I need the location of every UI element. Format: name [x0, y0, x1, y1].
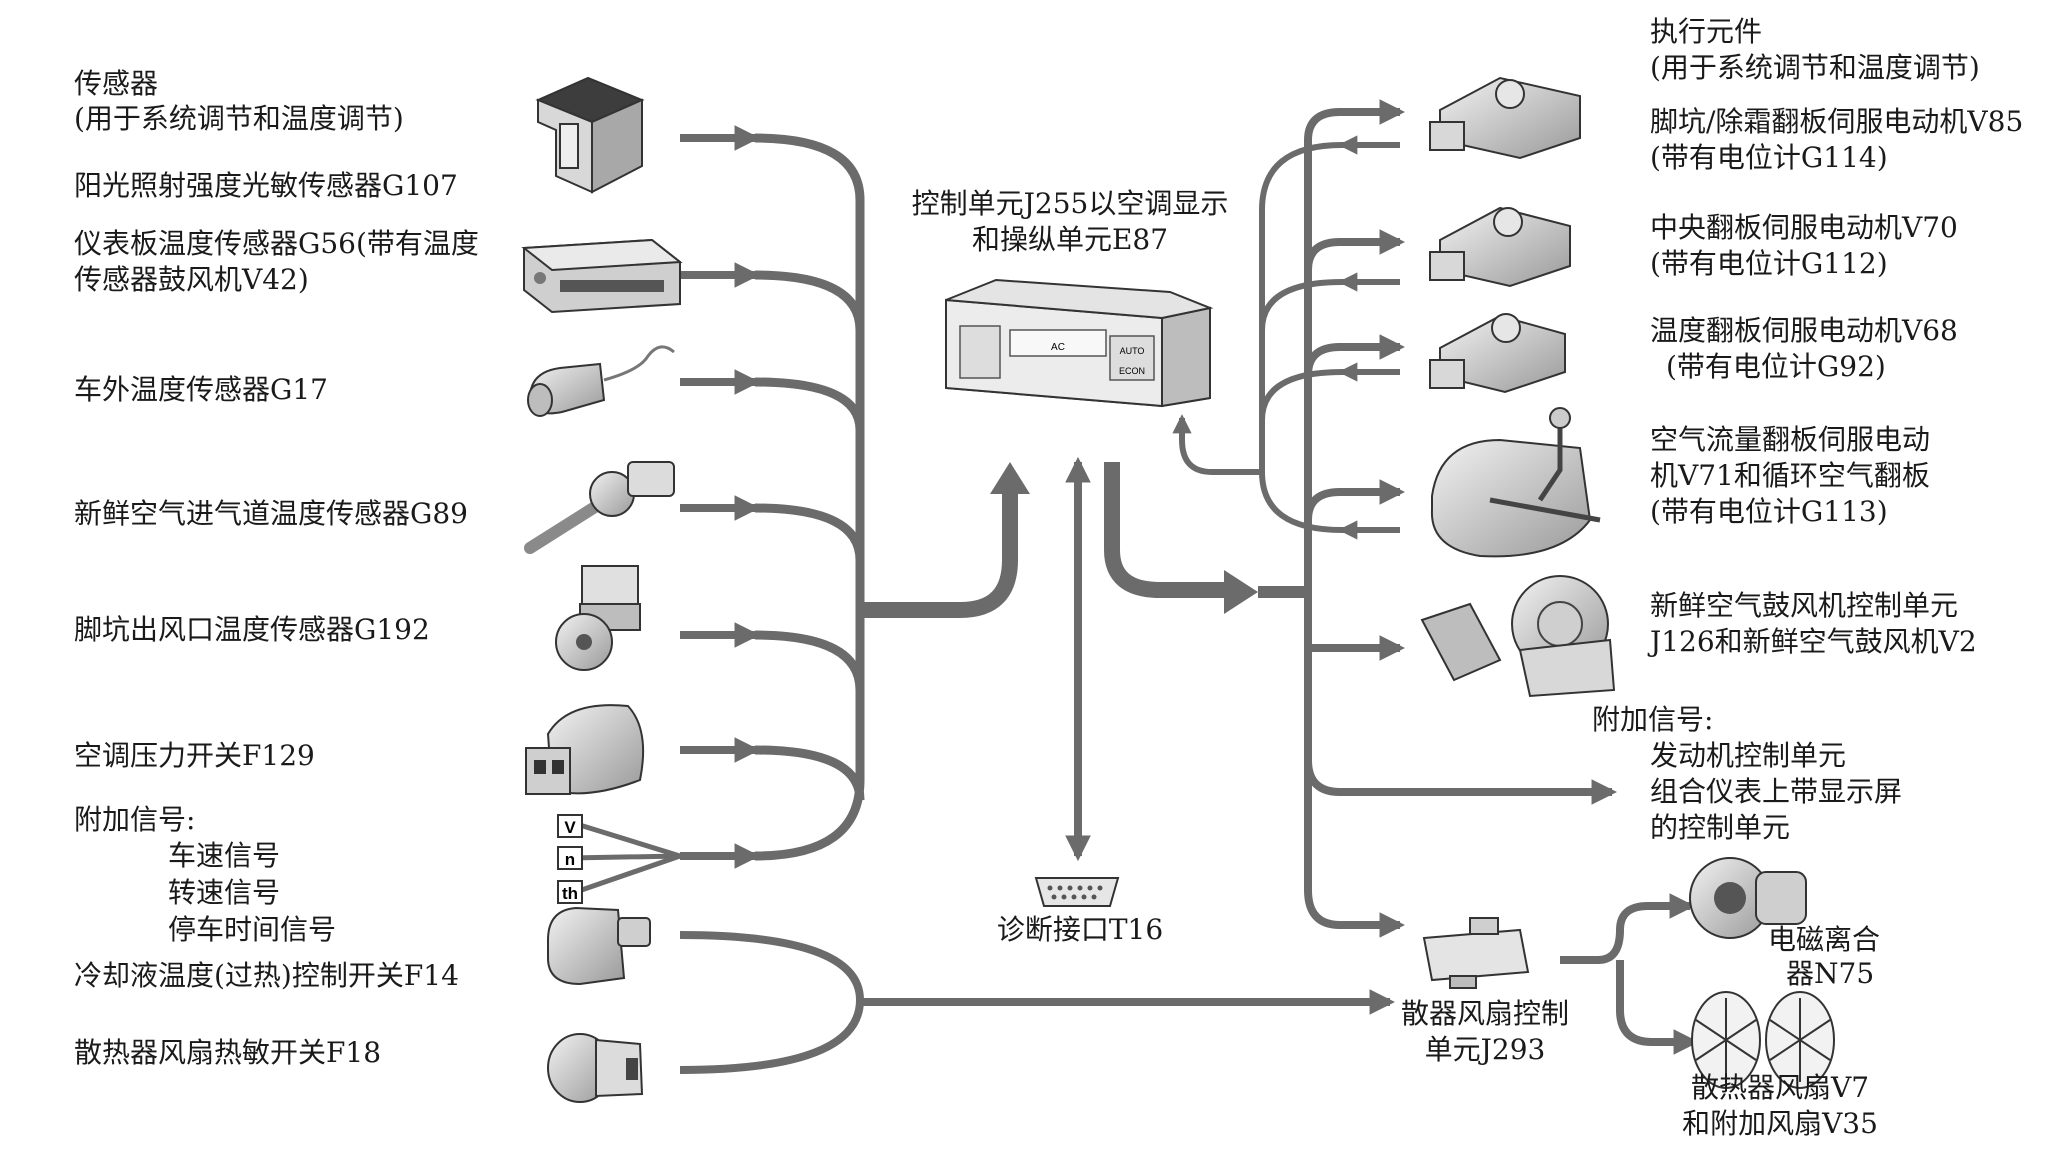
actuator-v71-line1: 空气流量翻板伺服电动	[1650, 423, 1931, 456]
actuators-heading: 执行元件	[1650, 15, 1763, 48]
additional-signal-symbols: V n th	[557, 814, 583, 904]
actuator-v71-line2: 机V71和循环空气翻板	[1650, 459, 1930, 492]
sensor-g192-image	[555, 565, 641, 671]
fan-control-j293-line2: 单元J293	[1424, 1033, 1546, 1066]
actuator-v70-image	[1429, 206, 1571, 288]
coolant-switch-f14-label: 冷却液温度(过热)控制开关F14	[74, 959, 459, 992]
clutch-n75-line1: 电磁离合	[1768, 923, 1881, 956]
signal-parking-time-label: 停车时间信号	[168, 913, 337, 946]
signal-speed-label: 车速信号	[168, 839, 281, 872]
actuators-heading-sub: (用于系统调节和温度调节)	[1650, 51, 1980, 84]
output-arrow	[1104, 462, 1310, 614]
clutch-n75-line2: 器N75	[1786, 957, 1875, 990]
control-unit-image: AC AUTO ECON	[945, 278, 1214, 408]
coolant-switch-image	[547, 906, 651, 986]
fan-switch-image	[547, 1033, 644, 1103]
sensors-heading-sub: (用于系统调节和温度调节)	[74, 102, 404, 135]
sensor-f129-image	[525, 704, 645, 795]
symbol-parking-time: th	[562, 884, 578, 903]
sensor-g107-label: 阳光照射强度光敏传感器G107	[74, 169, 458, 202]
output-signal-engine-ecu: 发动机控制单元	[1650, 739, 1847, 772]
sensor-g107-image	[535, 76, 645, 194]
sensor-g56-label-line2: 传感器鼓风机V42)	[74, 263, 309, 296]
panel-auto-text: AUTO	[1120, 346, 1145, 356]
blower-v2-image	[1420, 575, 1616, 698]
panel-ac-text: AC	[1051, 342, 1065, 353]
symbol-speed: V	[564, 818, 576, 837]
output-signals-heading: 附加信号:	[1592, 703, 1714, 736]
panel-econ-text: ECON	[1119, 366, 1145, 376]
diagnosis-connector-image	[1034, 877, 1120, 907]
diagnosis-label: 诊断接口T16	[996, 913, 1164, 946]
actuator-v71-line3: (带有电位计G113)	[1650, 495, 1888, 528]
additional-signal-fork	[569, 819, 681, 897]
radiator-fans-image	[1691, 991, 1835, 1089]
sensor-bus	[754, 133, 1030, 861]
sensor-g56-label-line1: 仪表板温度传感器G56(带有温度	[74, 227, 479, 260]
actuator-v71-image	[1430, 407, 1601, 558]
fan-control-bus	[679, 893, 1700, 1074]
sensor-g56-image	[521, 238, 683, 314]
signal-rpm-label: 转速信号	[168, 876, 281, 909]
control-unit-label-line2: 和操纵单元E87	[971, 223, 1169, 256]
clutch-n75-image	[1689, 857, 1807, 939]
sensor-g17-image	[527, 345, 675, 417]
sensor-g192-label: 脚坑出风口温度传感器G192	[74, 613, 430, 646]
actuator-v70-line2: (带有电位计G112)	[1650, 247, 1888, 280]
control-unit-label-line1: 控制单元J255以空调显示	[911, 187, 1229, 220]
sensor-g89-image	[524, 461, 675, 554]
actuator-v68-image	[1429, 313, 1566, 394]
fan-switch-f18-label: 散热器风扇热敏开关F18	[74, 1036, 382, 1069]
actuator-v85-line2: (带有电位计G114)	[1650, 141, 1888, 174]
actuator-v68-line1: 温度翻板伺服电动机V68	[1650, 314, 1958, 347]
additional-signals-heading: 附加信号:	[74, 803, 196, 836]
feedback-arrows	[1172, 135, 1400, 540]
radiator-fans-line1: 散热器风扇V7	[1690, 1071, 1870, 1104]
actuator-v85-image	[1429, 76, 1581, 160]
actuator-v85-line1: 脚坑/除霜翻板伺服电动机V85	[1650, 105, 2024, 138]
actuator-v68-line2: (带有电位计G92)	[1666, 350, 1886, 383]
fan-control-j293-line1: 散器风扇控制	[1400, 997, 1569, 1030]
actuator-trunk	[1304, 99, 1618, 938]
sensor-input-arrows	[680, 125, 761, 869]
radiator-fans-line2: 和附加风扇V35	[1682, 1107, 1878, 1140]
sensor-g89-label: 新鲜空气进气道温度传感器G89	[74, 497, 468, 530]
blower-v2-line1: 新鲜空气鼓风机控制单元	[1650, 589, 1959, 622]
symbol-rpm: n	[565, 850, 575, 869]
sensor-g17-label: 车外温度传感器G17	[74, 373, 328, 406]
output-signal-cluster-line1: 组合仪表上带显示屏	[1650, 775, 1903, 808]
output-signal-cluster-line2: 的控制单元	[1650, 811, 1791, 844]
fan-control-unit-image	[1422, 917, 1530, 989]
blower-v2-line2: J126和新鲜空气鼓风机V2	[1650, 625, 1977, 658]
actuator-v70-line1: 中央翻板伺服电动机V70	[1650, 211, 1958, 244]
sensors-heading: 传感器	[74, 67, 159, 100]
switch-f129-label: 空调压力开关F129	[74, 739, 315, 772]
